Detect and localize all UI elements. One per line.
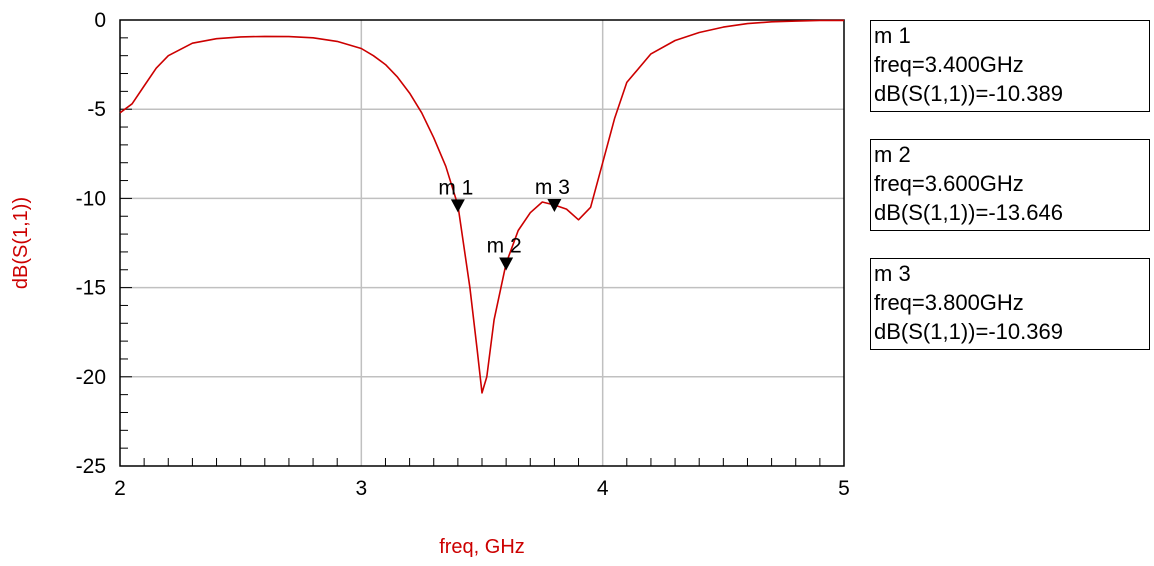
marker-readout-m2: m 2 freq=3.600GHz dB(S(1,1))=-13.646: [870, 139, 1150, 231]
y-tick-label: -15: [76, 277, 106, 300]
marker-triangle: [499, 257, 514, 271]
x-tick-label: 3: [355, 477, 367, 500]
marker-readout-value: dB(S(1,1))=-10.389: [874, 81, 1063, 106]
marker-readout-m3: m 3 freq=3.800GHz dB(S(1,1))=-10.369: [870, 258, 1150, 350]
plot-frame: [119, 19, 845, 467]
marker-readout-value: dB(S(1,1))=-10.369: [874, 319, 1063, 344]
minor-ticks: [120, 19, 821, 467]
marker-readout-name: m 3: [874, 261, 911, 286]
marker-label: m 2: [487, 234, 522, 257]
marker-readout-freq: freq=3.800GHz: [874, 290, 1024, 315]
y-axis-title: dB(S(1,1)): [10, 197, 32, 289]
x-tick-label: 5: [838, 477, 850, 500]
x-tick-labels: 2 3 4 5: [114, 477, 850, 500]
x-tick-label: 2: [114, 477, 126, 500]
x-axis-title: freq, GHz: [439, 536, 525, 558]
series-layer: [119, 19, 845, 394]
grid-lines: [120, 20, 844, 466]
y-tick-label: -10: [76, 187, 106, 210]
marker-readout-name: m 1: [874, 23, 911, 48]
marker-readout-freq: freq=3.400GHz: [874, 52, 1024, 77]
y-tick-label: -25: [76, 455, 106, 478]
marker-readout-value: dB(S(1,1))=-13.646: [874, 200, 1063, 225]
y-tick-label: -5: [87, 98, 106, 121]
marker-readout-m1: m 1 freq=3.400GHz dB(S(1,1))=-10.389: [870, 20, 1150, 112]
y-tick-label: -20: [76, 366, 106, 389]
marker-label: m 3: [535, 176, 570, 199]
marker-label: m 1: [438, 176, 473, 199]
y-tick-label: 0: [94, 9, 106, 32]
markers-layer: m 1 m 2 m 3: [438, 176, 570, 271]
x-tick-label: 4: [597, 477, 609, 500]
marker-readout-freq: freq=3.600GHz: [874, 171, 1024, 196]
y-tick-labels: 0 -5 -10 -15 -20 -25: [76, 9, 106, 478]
marker-triangle: [450, 199, 465, 213]
marker-triangle: [547, 198, 562, 212]
series-line: [119, 19, 845, 394]
marker-readout-name: m 2: [874, 142, 911, 167]
